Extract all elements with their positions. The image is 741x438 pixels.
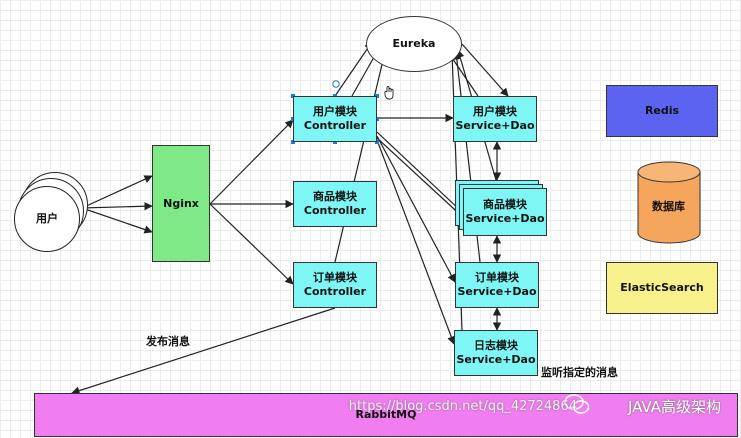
- watermark-brand: JAVA高级架构: [627, 398, 721, 416]
- log-service-node[interactable]: 日志模块 Service+Dao: [454, 330, 538, 376]
- edge-user-nginx-2: [81, 202, 153, 211]
- edge-nginx-order-controller: [209, 203, 294, 285]
- user-service-label: 用户模块 Service+Dao: [455, 105, 535, 132]
- edge-user-controller-eureka: [334, 41, 373, 97]
- edge-user-nginx-1: [81, 175, 153, 209]
- order-controller-label: 订单模块 Controller: [303, 271, 367, 298]
- product-service-label: 商品模块 Service+Dao: [465, 198, 545, 225]
- edge-order-controller-rabbitmq: [71, 307, 336, 395]
- order-service-label: 订单模块 Service+Dao: [457, 271, 537, 298]
- publish-message-label: 发布消息: [146, 335, 190, 348]
- selection-handle[interactable]: [332, 80, 340, 88]
- product-controller-node[interactable]: 商品模块 Controller: [293, 181, 377, 227]
- rabbitmq-node[interactable]: RabbitMQ: [34, 393, 738, 437]
- product-controller-label: 商品模块 Controller: [303, 190, 367, 217]
- edge-user-nginx-3: [81, 207, 153, 234]
- selection-handle[interactable]: [291, 140, 295, 144]
- user-node[interactable]: 用户: [14, 186, 80, 252]
- product-service-node[interactable]: 商品模块 Service+Dao: [463, 188, 547, 236]
- elasticsearch-label: ElasticSearch: [620, 281, 704, 294]
- user-controller-node[interactable]: 用户模块 Controller: [293, 96, 377, 142]
- user-label: 用户: [36, 212, 58, 225]
- log-service-label: 日志模块 Service+Dao: [456, 339, 536, 366]
- selection-handle[interactable]: [333, 140, 337, 144]
- redis-label: Redis: [644, 104, 680, 117]
- edge-nginx-user-controller: [209, 119, 294, 205]
- wechat-icon: [564, 394, 590, 414]
- watermark-brand-wrapper: JAVA高级架构: [628, 396, 721, 417]
- eureka-label: Eureka: [392, 37, 436, 50]
- redis-node[interactable]: Redis: [606, 85, 718, 137]
- edge-user-controller-log-service: [376, 139, 456, 345]
- listen-message-label: 监听指定的消息: [541, 366, 618, 379]
- edge-user-controller-order-service: [376, 135, 456, 283]
- elasticsearch-node[interactable]: ElasticSearch: [606, 262, 718, 314]
- selection-handle[interactable]: [375, 140, 379, 144]
- watermark-text: https://blog.csdn.net/qq_42724864: [349, 398, 581, 414]
- edge-user-controller-product-service: [376, 131, 463, 213]
- edge-controller-service-extra: [376, 137, 467, 221]
- user-controller-label: 用户模块 Controller: [303, 105, 367, 132]
- edge-order-controller-eureka: [334, 55, 387, 263]
- rabbitmq-label: RabbitMQ: [355, 408, 417, 421]
- selection-handle[interactable]: [375, 94, 379, 98]
- nginx-node[interactable]: Nginx: [152, 145, 210, 262]
- selection-handle[interactable]: [375, 117, 379, 121]
- hand-cursor-icon: [384, 86, 394, 100]
- database-label: 数据库: [652, 200, 685, 213]
- watermark-url: https://blog.csdn.net/qq_42724864: [348, 399, 577, 414]
- database-cylinder[interactable]: [637, 161, 701, 244]
- edge-eureka-user-service: [461, 43, 509, 97]
- nginx-label: Nginx: [163, 196, 199, 210]
- eureka-node[interactable]: Eureka: [366, 16, 462, 72]
- order-controller-node[interactable]: 订单模块 Controller: [293, 262, 377, 308]
- user-service-node[interactable]: 用户模块 Service+Dao: [453, 96, 537, 142]
- order-service-node[interactable]: 订单模块 Service+Dao: [455, 262, 539, 308]
